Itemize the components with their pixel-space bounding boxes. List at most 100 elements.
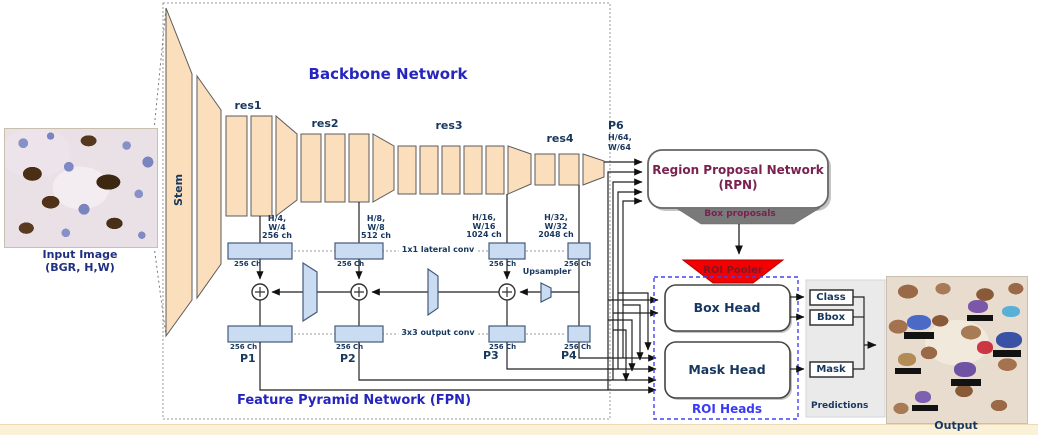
upsampler-blocks	[302, 261, 552, 323]
res2-downsample	[372, 133, 395, 203]
lateral-ch-p3: 256 Ch	[489, 260, 517, 268]
detection-mask	[996, 332, 1023, 349]
res1-block	[250, 115, 273, 217]
box-head-label: Box Head	[693, 300, 761, 315]
roi-pooler-label: ROI Pooler	[703, 265, 763, 276]
output-conv-box-p1	[227, 325, 293, 343]
lateral-conv-box-p1	[227, 242, 293, 260]
detection-mask	[968, 300, 989, 314]
detection-mask	[976, 341, 993, 355]
box-proposals-label: Box proposals	[704, 209, 776, 219]
upsampler-2	[427, 267, 439, 317]
p6-dim2: W/64	[608, 143, 631, 152]
output-ch-p4: 256 Ch	[564, 343, 592, 351]
roi-heads-border	[653, 276, 799, 420]
res4-downsample	[582, 153, 605, 186]
detection-mask	[906, 314, 931, 330]
res1-downsample	[275, 114, 298, 218]
detection-label-chip	[903, 332, 934, 340]
res3-block	[441, 145, 461, 195]
bbox-label: Bbox	[816, 312, 846, 323]
detection-label-chip	[951, 379, 982, 387]
res1-label: res1	[234, 99, 262, 112]
res4-label: res4	[546, 132, 574, 145]
roi-head-feeds	[608, 292, 659, 382]
p6-dim1: H/64,	[608, 133, 632, 142]
detection-mask	[1001, 306, 1020, 318]
detection-label-chip	[912, 405, 939, 412]
footer-bar	[0, 424, 1038, 435]
detection-mask	[915, 390, 931, 403]
detection-mask	[954, 361, 977, 377]
projection-line-bottom	[153, 245, 167, 337]
stem-label: Stem	[171, 173, 185, 207]
stem-block-2	[196, 74, 222, 300]
fpn-boxes	[227, 242, 591, 343]
class-label: Class	[816, 292, 846, 303]
pyramid-output-runs	[259, 342, 657, 394]
lateral-conv-box-p4	[567, 242, 591, 260]
res2-block	[300, 133, 322, 203]
projection-line-top	[153, 7, 167, 131]
output-caption: Output	[934, 419, 978, 432]
res2-label: res2	[311, 117, 339, 130]
lateral-conv-label: 1x1 lateral conv	[398, 245, 478, 255]
upsampler-3	[540, 282, 552, 303]
res4-block	[534, 153, 556, 186]
res3-downsample	[507, 145, 532, 195]
fpn-title: Feature Pyramid Network (FPN)	[236, 393, 472, 408]
mask-head-label: Mask Head	[688, 362, 766, 377]
output-image	[886, 276, 1028, 424]
rpn-input-bundle	[604, 158, 643, 390]
lateral-ch-p4: 256 Ch	[564, 260, 592, 268]
prediction-arrows	[790, 293, 805, 373]
detection-label-chip	[966, 314, 993, 321]
res3-block	[485, 145, 505, 195]
res2-block	[324, 133, 346, 203]
output-conv-label: 3x3 output conv	[398, 328, 478, 338]
output-conv-box-p3	[488, 325, 526, 343]
res3-block	[419, 145, 439, 195]
roi-heads-title: ROI Heads	[691, 402, 763, 416]
mask-label: Mask	[816, 364, 846, 375]
lateral-conv-box-p3	[488, 242, 526, 260]
output-conv-box-p4	[567, 325, 591, 343]
box-head-box	[664, 284, 791, 332]
input-caption-line2: (BGR, H,W)	[45, 261, 115, 274]
detection-label-chip	[993, 350, 1022, 357]
output-ch-p1: 256 Ch	[230, 343, 258, 351]
predictions-title: Predictions	[811, 401, 869, 411]
res3-block	[463, 145, 483, 195]
backbone-fpn-border	[162, 2, 611, 420]
box-proposals-shape	[675, 207, 821, 225]
p6-label: P6	[608, 119, 624, 132]
p2-label: P2	[340, 352, 356, 365]
upsampler-1	[302, 261, 318, 323]
detection-mask	[898, 352, 917, 366]
rpn-title-line1: Region Proposal Network	[652, 163, 824, 177]
connectors	[259, 185, 580, 326]
res3-block	[397, 145, 417, 195]
input-caption-line1: Input Image	[42, 248, 118, 261]
upsampler-label: Upsampler	[522, 267, 572, 276]
lateral-ch-p1: 256 Ch	[234, 260, 262, 268]
output-ch-p2: 256 Ch	[336, 343, 364, 351]
res3-label: res3	[435, 119, 463, 132]
backbone-blocks	[165, 7, 605, 338]
p4-label: P4	[561, 349, 577, 362]
rpn-title-line2: (RPN)	[718, 178, 758, 192]
p1-label: P1	[240, 352, 256, 365]
lateral-ch-p2: 256 Ch	[337, 260, 365, 268]
output-ch-p3: 256 Ch	[489, 343, 517, 351]
stem-block	[165, 7, 193, 338]
res1-block	[225, 115, 248, 217]
mask-head-box	[664, 341, 791, 399]
lateral-conv-box-p2	[334, 242, 384, 260]
output-conv-box-p2	[334, 325, 384, 343]
backbone-title: Backbone Network	[308, 65, 468, 83]
detection-label-chip	[895, 367, 922, 374]
